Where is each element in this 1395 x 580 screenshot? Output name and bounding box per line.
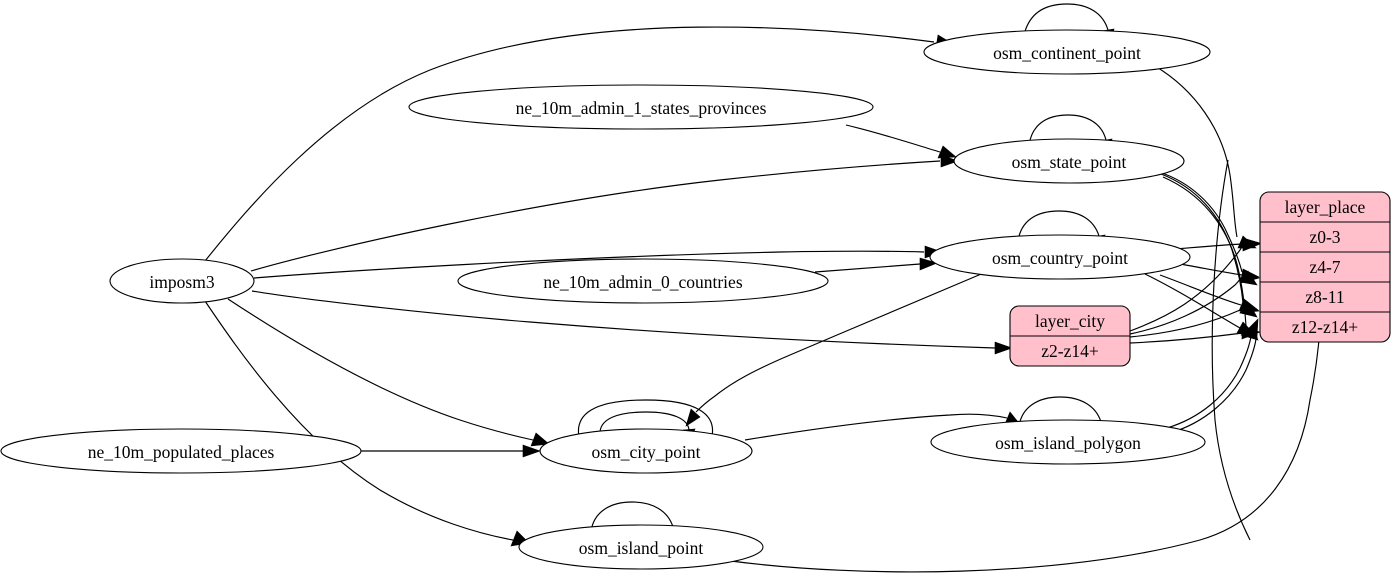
node-osm_country_point[interactable]: osm_country_point: [929, 234, 1191, 280]
record-row-layer_place-title: layer_place: [1285, 197, 1366, 217]
record-shape-layer_place[interactable]: [1259, 191, 1391, 343]
arrowhead-icon: [685, 408, 701, 427]
node-label-osm_island_polygon: osm_island_polygon: [995, 433, 1141, 453]
edge-layer_city-to-layer_place-z0-3: [1129, 244, 1244, 332]
node-osm_state_point[interactable]: osm_state_point: [953, 138, 1185, 184]
node-shape-ellipse[interactable]: [930, 419, 1206, 465]
edge-imposm3-to-osm_island_point: [204, 300, 514, 541]
node-label-osm_continent_point: osm_continent_point: [993, 43, 1141, 63]
arrowhead-icon: [1240, 269, 1260, 284]
edge-ne_10m_admin_0_countries-to-osm_country_point: [814, 263, 921, 273]
edge-osm_city_point-self-loop-outer: [577, 399, 714, 438]
record-layer: layer_place z0-3 z4-7 z8-11 z12-z14+ lay…: [1009, 191, 1391, 367]
node-imposm3[interactable]: imposm3: [109, 258, 255, 304]
node-shape-ellipse[interactable]: [457, 258, 829, 304]
node-ne_10m_admin_0_countries[interactable]: ne_10m_admin_0_countries: [457, 258, 829, 304]
arrowhead-icon: [522, 444, 541, 458]
node-shape-ellipse[interactable]: [953, 138, 1185, 184]
arrowhead-icon: [1239, 299, 1260, 314]
arrowhead-icon: [1241, 326, 1261, 340]
node-shape-ellipse[interactable]: [408, 84, 874, 130]
node-label-ne_10m_populated_places: ne_10m_populated_places: [88, 442, 275, 462]
node-label-ne_10m_admin_0_countries: ne_10m_admin_0_countries: [543, 272, 742, 292]
arrowhead-icon: [530, 432, 550, 447]
node-osm_island_polygon[interactable]: osm_island_polygon: [930, 419, 1206, 465]
node-label-imposm3: imposm3: [149, 272, 214, 292]
record-row-layer_place-z0-3[interactable]: z0-3: [1309, 227, 1340, 247]
record-layer_place[interactable]: layer_place z0-3 z4-7 z8-11 z12-z14+: [1259, 191, 1391, 343]
edge-routing-vertical-1: [1211, 159, 1251, 541]
node-shape-ellipse[interactable]: [0, 428, 362, 474]
edge-osm_island_polygon-to-layer_place-z12-z14-alt: [1169, 338, 1257, 434]
edge-imposm3-to-osm_city_point: [227, 298, 534, 441]
node-shape-ellipse[interactable]: [929, 234, 1191, 280]
edge-osm_island_polygon-self-loop: [1018, 396, 1102, 427]
edge-osm_country_point-to-layer_place-z4-7: [1179, 263, 1243, 276]
edge-imposm3-to-layer_city: [251, 290, 996, 349]
edge-ne_10m_admin_1_states_provinces-to-osm_state_point: [845, 124, 941, 153]
node-shape-ellipse[interactable]: [109, 258, 255, 304]
edge-layer: [204, 3, 1326, 573]
edge-osm_country_point-to-layer_place-z0-3: [1175, 243, 1244, 250]
node-label-osm_city_point: osm_city_point: [592, 442, 701, 462]
edge-imposm3-to-osm_state_point: [250, 160, 941, 272]
node-ne_10m_populated_places[interactable]: ne_10m_populated_places: [0, 428, 362, 474]
node-shape-ellipse[interactable]: [923, 29, 1211, 75]
edge-osm_continent_point-self-loop: [1023, 3, 1109, 36]
node-osm_island_point[interactable]: osm_island_point: [518, 524, 764, 570]
arrowhead-icon: [1242, 238, 1261, 252]
edge-osm_country_point-self-loop: [1017, 210, 1100, 242]
node-label-ne_10m_admin_1_states_provinces: ne_10m_admin_1_states_provinces: [516, 98, 767, 118]
edge-osm_state_point-to-layer_place-z4-7: [1158, 171, 1243, 273]
edge-imposm3-to-osm_continent_point: [204, 26, 935, 262]
edge-osm_city_point-self-loop-inner: [599, 411, 690, 433]
edge-osm_state_point-to-layer_place-z8-11: [1160, 173, 1244, 304]
edge-osm_country_point-to-layer_place-z12-z14: [1144, 273, 1241, 329]
edge-osm_country_point-to-osm_city_point: [695, 271, 987, 413]
edge-osm_city_point-to-osm_island_polygon: [744, 413, 1008, 441]
edge-imposm3-to-osm_country_point: [253, 250, 925, 279]
node-osm_city_point[interactable]: osm_city_point: [539, 428, 753, 474]
node-osm_continent_point[interactable]: osm_continent_point: [923, 29, 1211, 75]
node-layer: imposm3 ne_10m_admin_1_states_provinces …: [0, 29, 1211, 570]
edge-osm_state_point-self-loop: [1028, 114, 1107, 146]
arrowhead-icon: [940, 154, 959, 168]
record-layer_city[interactable]: layer_city z2-z14+: [1009, 305, 1131, 367]
node-shape-ellipse[interactable]: [518, 524, 764, 570]
record-row-layer_city-title: layer_city: [1035, 311, 1105, 331]
edge-osm_island_point-to-layer_place-z12-z14: [730, 339, 1320, 573]
record-row-layer_place-z8-11[interactable]: z8-11: [1305, 287, 1344, 307]
arrowhead-icon: [919, 257, 938, 271]
edge-osm_island_point-self-loop: [590, 501, 674, 532]
node-label-osm_country_point: osm_country_point: [992, 248, 1128, 268]
node-label-osm_state_point: osm_state_point: [1012, 152, 1127, 172]
edge-layer_city-to-layer_place-z4-7: [1129, 276, 1243, 335]
node-ne_10m_admin_1_states_provinces[interactable]: ne_10m_admin_1_states_provinces: [408, 84, 874, 130]
record-row-layer_place-z4-7[interactable]: z4-7: [1309, 257, 1340, 277]
arrowhead-icon: [994, 341, 1013, 355]
arrowhead-icon: [937, 145, 957, 159]
node-shape-ellipse[interactable]: [539, 428, 753, 474]
node-label-osm_island_point: osm_island_point: [579, 538, 704, 558]
record-row-layer_place-z12-z14[interactable]: z12-z14+: [1292, 317, 1358, 337]
edge-osm_island_polygon-to-layer_place-z12-z14: [1166, 335, 1252, 429]
edge-layer_city-to-layer_place-z12-z14: [1129, 332, 1244, 344]
record-row-layer_city-z2-z14[interactable]: z2-z14+: [1041, 341, 1099, 361]
edge-layer_city-to-layer_place-z8-11: [1129, 306, 1244, 338]
